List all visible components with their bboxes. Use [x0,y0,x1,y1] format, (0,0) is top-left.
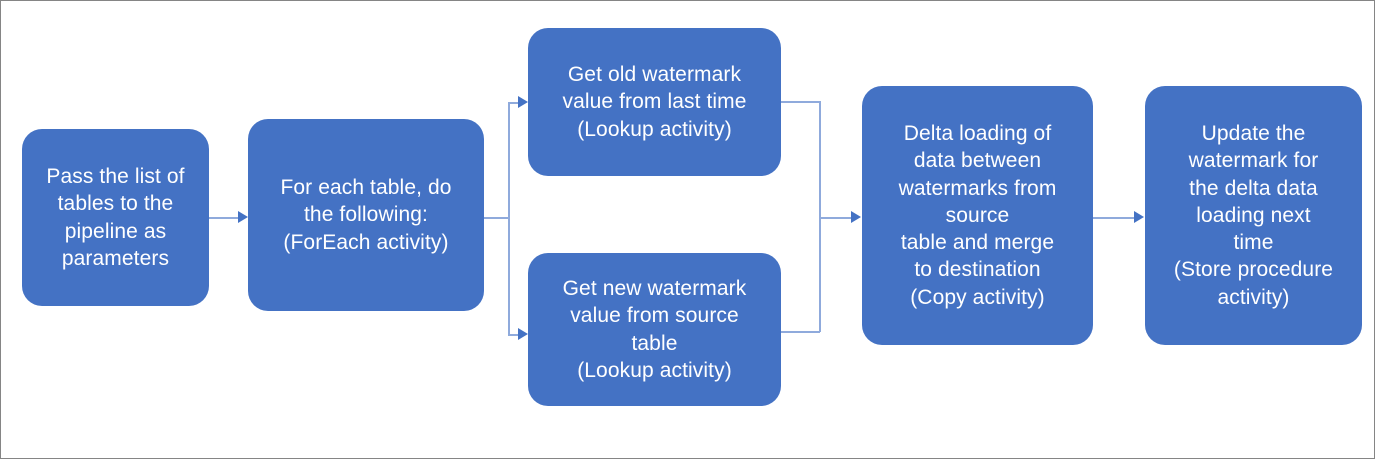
node-update-watermark[interactable]: Update the watermark for the delta data … [1145,86,1362,345]
node-for-each-table[interactable]: For each table, do the following: (ForEa… [248,119,484,311]
node-get-old-watermark[interactable]: Get old watermark value from last time (… [528,28,781,176]
connector-merge-to-copy-line [819,217,852,219]
connector-foreach-to-old-watermark-arrowhead [518,96,528,108]
connector-merge-riser [819,101,821,332]
node-pass-list-of-tables[interactable]: Pass the list of tables to the pipeline … [22,129,209,306]
connector-old-watermark-merge-line [781,101,820,103]
connector-pass-to-foreach-arrowhead [238,211,248,223]
connector-foreach-branch-riser [508,102,510,334]
connector-foreach-to-new-watermark-arrowhead [518,328,528,340]
connector-copy-to-update-arrowhead [1134,211,1144,223]
connector-pass-to-foreach-line [209,217,239,219]
connector-foreach-to-old-watermark-line [508,102,519,104]
connector-copy-to-update-line [1093,217,1135,219]
connector-new-watermark-merge-line [781,331,820,333]
node-get-new-watermark[interactable]: Get new watermark value from source tabl… [528,253,781,406]
connector-foreach-to-new-watermark-line [508,334,519,336]
connector-foreach-branch-stem [484,217,509,219]
node-delta-loading-copy[interactable]: Delta loading of data between watermarks… [862,86,1093,345]
connector-merge-to-copy-arrowhead [851,211,861,223]
